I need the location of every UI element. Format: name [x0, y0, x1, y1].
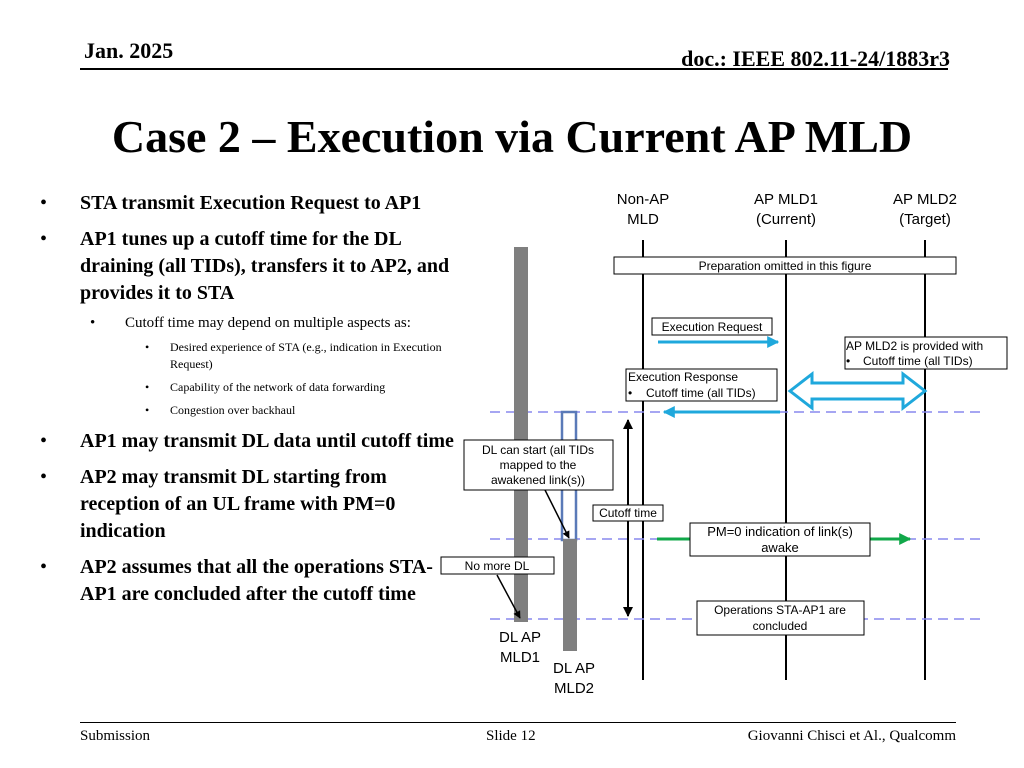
lane-label-ap-mld2: (Target) — [899, 211, 951, 228]
bullet-ap1-dl: AP1 may transmit DL data until cutoff ti… — [40, 428, 460, 455]
pm0-indication-label: awake — [761, 540, 799, 555]
bullet-cutoff-tuning: AP1 tunes up a cutoff time for the DL dr… — [40, 226, 460, 419]
dl-ap-mld1-label: DL AP — [499, 629, 541, 646]
bullet-ap2-assumes: AP2 assumes that all the operations STA-… — [40, 554, 460, 608]
ap-mld2-provided-box — [844, 336, 1008, 370]
header-doc-number: doc.: IEEE 802.11-24/1883r3 — [681, 46, 950, 71]
operations-concluded-box — [696, 600, 865, 636]
dl-can-start-box — [463, 439, 614, 491]
pm0-indication-box — [689, 522, 871, 557]
footer-slide-number: Slide 12 — [486, 728, 536, 744]
sub-sub-bullet: Capability of the network of data forwar… — [125, 379, 460, 396]
dl-can-start-pointer — [544, 489, 570, 539]
no-more-dl-pointer — [496, 574, 521, 619]
operations-concluded-label: Operations STA-AP1 are — [714, 603, 846, 617]
pm0-indication-label: PM=0 indication of link(s) — [707, 524, 853, 539]
dl-can-start-label: mapped to the — [500, 458, 577, 472]
lane-label-ap-mld1: AP MLD1 — [754, 191, 818, 208]
sub-bullet-cutoff-aspects: Cutoff time may depend on multiple aspec… — [80, 313, 460, 419]
preparation-box — [613, 256, 957, 275]
execution-response-box — [625, 368, 778, 402]
cutoff-transfer-double-arrow — [787, 370, 928, 412]
no-more-dl-box — [440, 556, 555, 575]
execution-request-box — [651, 317, 773, 336]
execution-response-label: Execution Response — [628, 370, 738, 384]
dl-can-start-label: awakened link(s)) — [491, 473, 585, 487]
slide-title: Case 2 – Execution via Current AP MLD — [111, 111, 913, 162]
lane-label-ap-mld1: (Current) — [756, 211, 816, 228]
ap-mld2-provided-label: AP MLD2 is provided with — [846, 339, 983, 353]
ap-mld2-provided-bullet: • — [846, 354, 850, 368]
lane-label-non-ap: Non-AP — [617, 191, 670, 208]
header-date: Jan. 2025 — [84, 38, 174, 63]
dl-ap-mld2-label: DL AP — [553, 660, 595, 677]
dl-ap-mld1-bar — [514, 247, 528, 622]
cutoff-time-label: Cutoff time — [599, 506, 657, 520]
ap-mld2-provided-item: Cutoff time (all TIDs) — [863, 354, 973, 368]
sub-sub-bullet: Congestion over backhaul — [125, 402, 460, 419]
dl-ap-mld2-label: MLD2 — [554, 680, 594, 697]
operations-concluded-label: concluded — [753, 619, 808, 633]
cutoff-time-box — [592, 504, 664, 522]
sub-sub-bullet: Desired experience of STA (e.g., indicat… — [125, 339, 460, 373]
bullet-list: STA transmit Execution Request to AP1 AP… — [40, 190, 460, 617]
footer-submission: Submission — [80, 728, 151, 744]
execution-request-label: Execution Request — [662, 320, 763, 334]
bullet-execution-request: STA transmit Execution Request to AP1 — [40, 190, 460, 217]
header-rule — [80, 68, 948, 70]
footer-author: Giovanni Chisci et Al., Qualcomm — [747, 728, 956, 744]
footer-rule — [80, 722, 956, 723]
bullet-ap2-dl: AP2 may transmit DL starting from recept… — [40, 464, 460, 545]
execution-response-item: Cutoff time (all TIDs) — [646, 386, 756, 400]
dl-can-start-label: DL can start (all TIDs — [482, 443, 594, 457]
preparation-label: Preparation omitted in this figure — [699, 259, 872, 273]
dl-ap-mld1-label: MLD1 — [500, 649, 540, 666]
execution-response-bullet: • — [628, 386, 632, 400]
no-more-dl-label: No more DL — [465, 559, 530, 573]
lane-label-ap-mld2: AP MLD2 — [893, 191, 957, 208]
lane-label-non-ap: MLD — [627, 211, 659, 228]
dl-ap-mld2-bar — [563, 539, 577, 651]
